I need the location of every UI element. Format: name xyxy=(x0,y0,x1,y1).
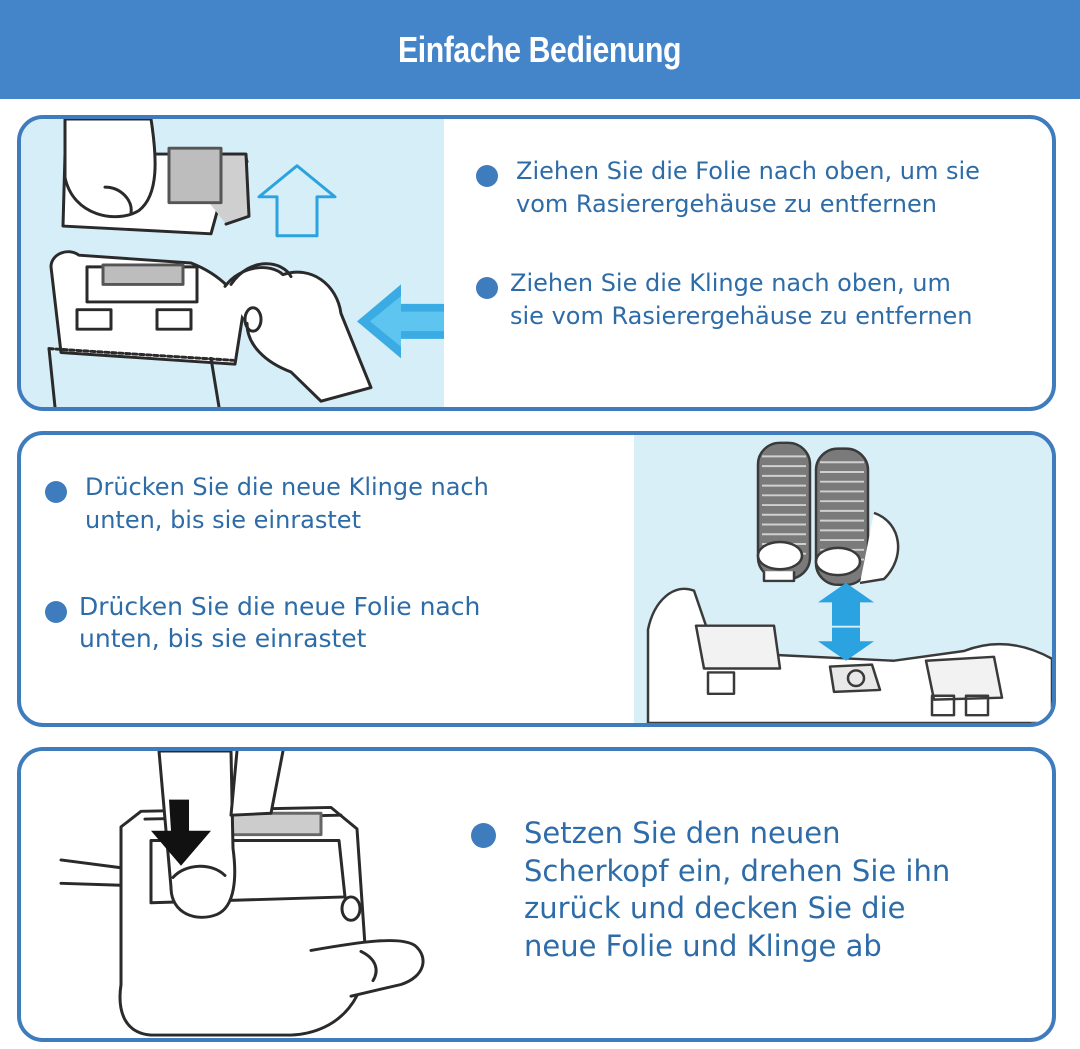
bullet-line: Ziehen Sie die Folie nach oben, um sie xyxy=(516,157,980,185)
bullet-line: neue Folie und Klinge ab xyxy=(524,928,882,963)
bullet-line: Ziehen Sie die Klinge nach oben, um xyxy=(510,269,951,297)
step-panel-1: Ziehen Sie die Folie nach oben, um sie v… xyxy=(17,115,1056,411)
step-panel-2: Drücken Sie die neue Klinge nach unten, … xyxy=(17,431,1056,727)
step-panel-3: Setzen Sie den neuen Scherkopf ein, dreh… xyxy=(17,747,1056,1042)
bullet-dot xyxy=(471,823,496,848)
bullet-text: Setzen Sie den neuen Scherkopf ein, dreh… xyxy=(524,815,950,965)
bullet-line: sie vom Rasierergehäuse zu entfernen xyxy=(510,302,973,330)
bullet-line: Drücken Sie die neue Folie nach xyxy=(79,592,481,621)
bullet-dot xyxy=(45,601,67,623)
bullet-text: Drücken Sie die neue Folie nach unten, b… xyxy=(79,591,480,655)
bullet-line: unten, bis sie einrastet xyxy=(79,624,367,653)
step-3-attach-instruction: Setzen Sie den neuen Scherkopf ein, dreh… xyxy=(471,815,950,965)
bullet-dot xyxy=(476,277,498,299)
blade-cylinder-right xyxy=(814,447,900,587)
bullet-line: vom Rasierergehäuse zu entfernen xyxy=(516,190,937,218)
blade-insertion-illustration xyxy=(634,435,1052,723)
step-2-blade-instruction: Drücken Sie die neue Klinge nach unten, … xyxy=(45,471,489,537)
bullet-line: zurück und decken Sie die xyxy=(524,891,906,925)
step-2-foil-instruction: Drücken Sie die neue Folie nach unten, b… xyxy=(45,591,480,655)
bullet-text: Ziehen Sie die Folie nach oben, um sie v… xyxy=(516,155,980,221)
bullet-text: Drücken Sie die neue Klinge nach unten, … xyxy=(85,471,489,537)
blade-cylinder-left xyxy=(756,441,812,583)
bullet-line: Scherkopf ein, drehen Sie ihn xyxy=(524,853,951,888)
bullet-dot xyxy=(476,165,498,187)
bullet-line: Drücken Sie die neue Klinge nach xyxy=(85,473,489,501)
head-attach-drawing xyxy=(59,751,425,1037)
blade-insertion-drawing xyxy=(646,441,1052,723)
step-1-blade-instruction: Ziehen Sie die Klinge nach oben, um sie … xyxy=(476,267,973,333)
bullet-line: unten, bis sie einrastet xyxy=(85,506,361,534)
bullet-line: Setzen Sie den neuen xyxy=(524,816,841,850)
head-attach-illustration xyxy=(21,751,441,1038)
header-banner: Einfache Bedienung xyxy=(0,0,1080,99)
shaver-removal-drawing xyxy=(47,119,444,407)
page-title: Einfache Bedienung xyxy=(398,28,682,70)
bullet-text: Ziehen Sie die Klinge nach oben, um sie … xyxy=(510,267,973,333)
step-1-foil-instruction: Ziehen Sie die Folie nach oben, um sie v… xyxy=(476,155,980,221)
foil-and-blade-removal-illustration xyxy=(21,119,444,407)
bullet-dot xyxy=(45,481,67,503)
